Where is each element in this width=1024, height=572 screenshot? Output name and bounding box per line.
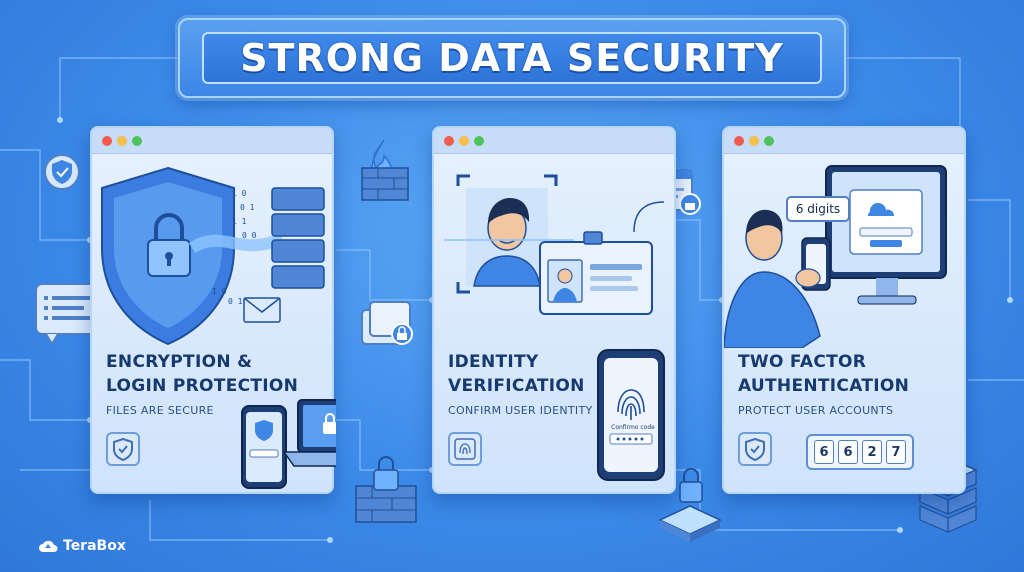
close-dot-icon — [444, 136, 454, 146]
verification-code-display: 6 6 2 7 — [806, 434, 914, 470]
cloud-logo-icon — [39, 540, 58, 552]
maximize-dot-icon — [474, 136, 484, 146]
brand-name: TeraBox — [63, 538, 126, 554]
panel-heading: TWO FACTOR AUTHENTICATION — [738, 352, 910, 396]
two-factor-illustration — [724, 165, 947, 348]
panel-subtitle: PROTECT USER ACCOUNTS — [738, 404, 894, 417]
firewall-icon — [361, 139, 409, 201]
monitor-login-icon — [825, 165, 947, 305]
identity-illustration — [444, 174, 665, 315]
panel-subtitle: FILES ARE SECURE — [106, 404, 214, 417]
device-login-illustration — [241, 399, 336, 489]
page-title: STRONG DATA SECURITY — [240, 36, 784, 80]
shield-check-icon — [44, 154, 80, 190]
maximize-dot-icon — [132, 136, 142, 146]
fingerprint-icon — [617, 389, 645, 420]
lock-platform-icon — [658, 468, 722, 542]
panel-heading: ENCRYPTION & LOGIN PROTECTION — [106, 352, 299, 396]
server-icon — [271, 187, 325, 289]
id-badge-icon — [539, 231, 653, 315]
laptop-lock-icon — [282, 399, 336, 467]
window-titlebar — [724, 128, 964, 154]
minimize-dot-icon — [749, 136, 759, 146]
encryption-illustration: 1 00 11 1 0 01 00 1 — [101, 166, 325, 346]
code-digit: 2 — [862, 440, 882, 464]
lock-wall-icon — [355, 456, 417, 523]
window-titlebar — [92, 128, 332, 154]
shield-badge-icon — [106, 432, 140, 466]
svg-text:1 0: 1 0 — [212, 287, 227, 296]
user-holding-phone-icon — [724, 209, 831, 348]
minimize-dot-icon — [459, 136, 469, 146]
panel-heading: IDENTITY VERIFICATION — [448, 352, 585, 396]
maximize-dot-icon — [764, 136, 774, 146]
svg-text:0 0: 0 0 — [242, 231, 257, 240]
binary-stream-icon: 1 00 11 1 0 01 00 1 — [212, 189, 257, 306]
phone-fingerprint-illustration — [597, 349, 665, 481]
folder-lock-icon — [361, 301, 413, 345]
fingerprint-badge-icon — [448, 432, 482, 466]
brand-logo: TeraBox — [38, 538, 126, 554]
document-chat-icon — [35, 283, 101, 346]
code-digit: 6 — [814, 440, 834, 464]
panel-two-factor: TWO FACTOR AUTHENTICATION PROTECT USER A… — [722, 126, 966, 494]
title-inner-frame: STRONG DATA SECURITY — [202, 32, 822, 84]
window-titlebar — [434, 128, 674, 154]
code-digit: 6 — [838, 440, 858, 464]
svg-text:1 1: 1 1 — [232, 217, 247, 226]
envelope-icon — [243, 297, 281, 323]
svg-text:0 1: 0 1 — [228, 297, 243, 306]
confirm-code-label: Confirmo code — [611, 424, 655, 431]
svg-text:1 0: 1 0 — [232, 189, 247, 198]
minimize-dot-icon — [117, 136, 127, 146]
panel-subtitle: CONFIRM USER IDENTITY — [448, 404, 593, 417]
shield-badge-icon — [738, 432, 772, 466]
phone-shield-icon — [241, 405, 287, 489]
title-banner: STRONG DATA SECURITY — [178, 18, 846, 98]
shield-lock-icon — [101, 166, 235, 346]
close-dot-icon — [734, 136, 744, 146]
six-digits-bubble: 6 digits — [786, 196, 850, 222]
close-dot-icon — [102, 136, 112, 146]
panel-identity: IDENTITY VERIFICATION CONFIRM USER IDENT… — [432, 126, 676, 494]
code-digit: 7 — [886, 440, 906, 464]
svg-text:0 1: 0 1 — [240, 203, 255, 212]
